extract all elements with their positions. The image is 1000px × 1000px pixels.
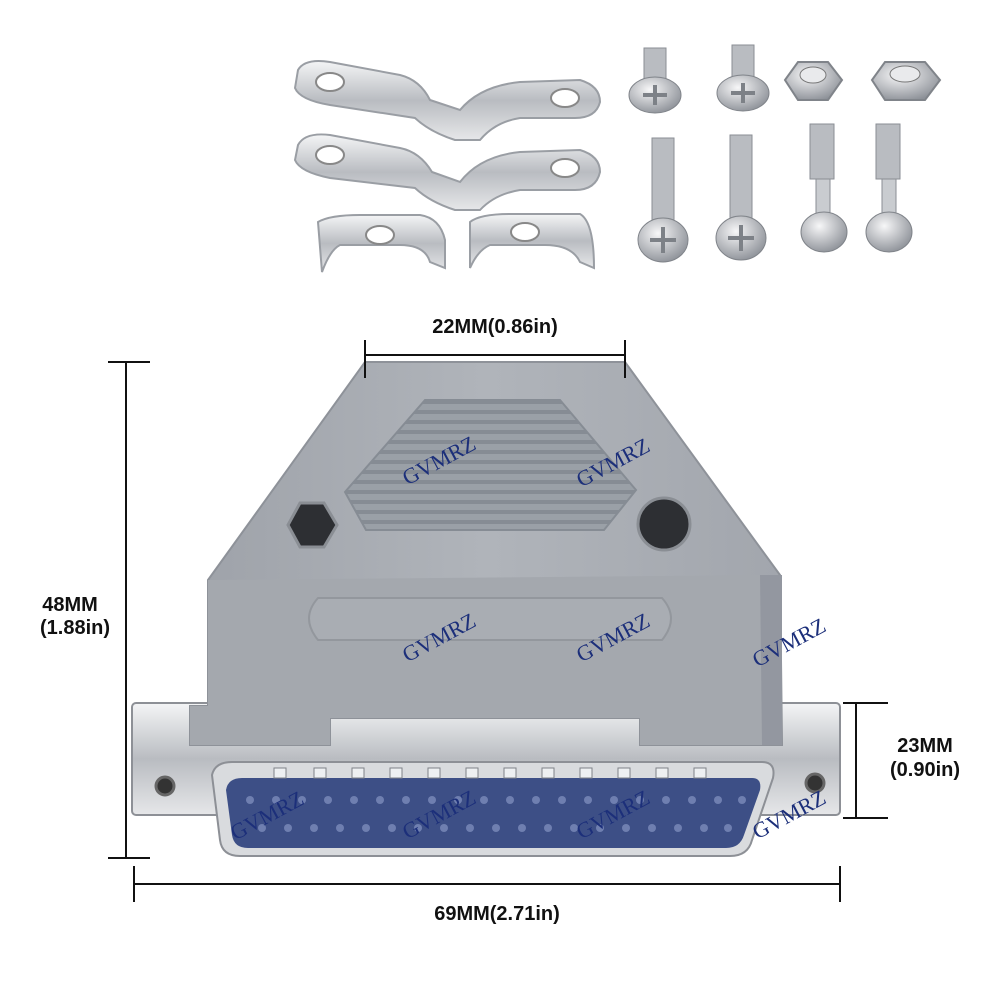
screws-and-nuts <box>628 44 942 263</box>
dimension-lines <box>108 340 888 902</box>
total-width-label: 69MM(2.71in) <box>434 903 560 925</box>
height-label-in: (1.88in) <box>39 617 111 639</box>
connector-pins <box>246 767 746 832</box>
top-width-label: 22MM(0.86in) <box>432 316 558 338</box>
metal-clamps <box>293 60 602 273</box>
connector-height-label-mm: 23MM <box>897 735 953 757</box>
height-label-mm: 48MM <box>42 594 98 616</box>
connector-height-label-in: (0.90in) <box>889 759 961 781</box>
plastic-hood <box>189 361 784 746</box>
